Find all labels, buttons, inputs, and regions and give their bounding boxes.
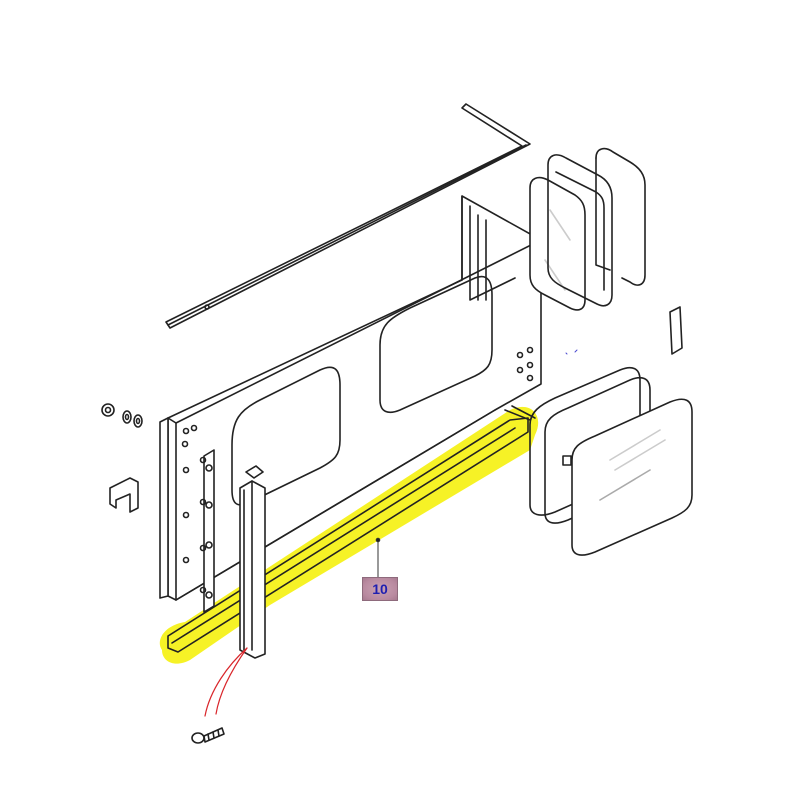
rear-window-glass[interactable]	[529, 176, 586, 311]
hinge-strip[interactable]	[199, 449, 215, 613]
screw[interactable]	[191, 727, 225, 744]
screw-leader-lines	[204, 647, 248, 717]
bracket[interactable]	[109, 477, 139, 513]
bottom-channel[interactable]	[167, 405, 536, 653]
corner-post[interactable]	[239, 465, 266, 659]
stray-marks	[565, 349, 578, 355]
washers[interactable]	[122, 410, 143, 428]
part-callout-10[interactable]: 10	[362, 577, 398, 601]
front-window-glass[interactable]	[571, 398, 693, 556]
edge-strip[interactable]	[159, 417, 169, 599]
top-capping-strip[interactable]	[165, 103, 531, 329]
end-cap[interactable]	[669, 306, 683, 355]
callout-leader	[375, 537, 381, 578]
rear-window-seal-outer[interactable]	[595, 147, 646, 286]
nut[interactable]	[101, 403, 115, 417]
